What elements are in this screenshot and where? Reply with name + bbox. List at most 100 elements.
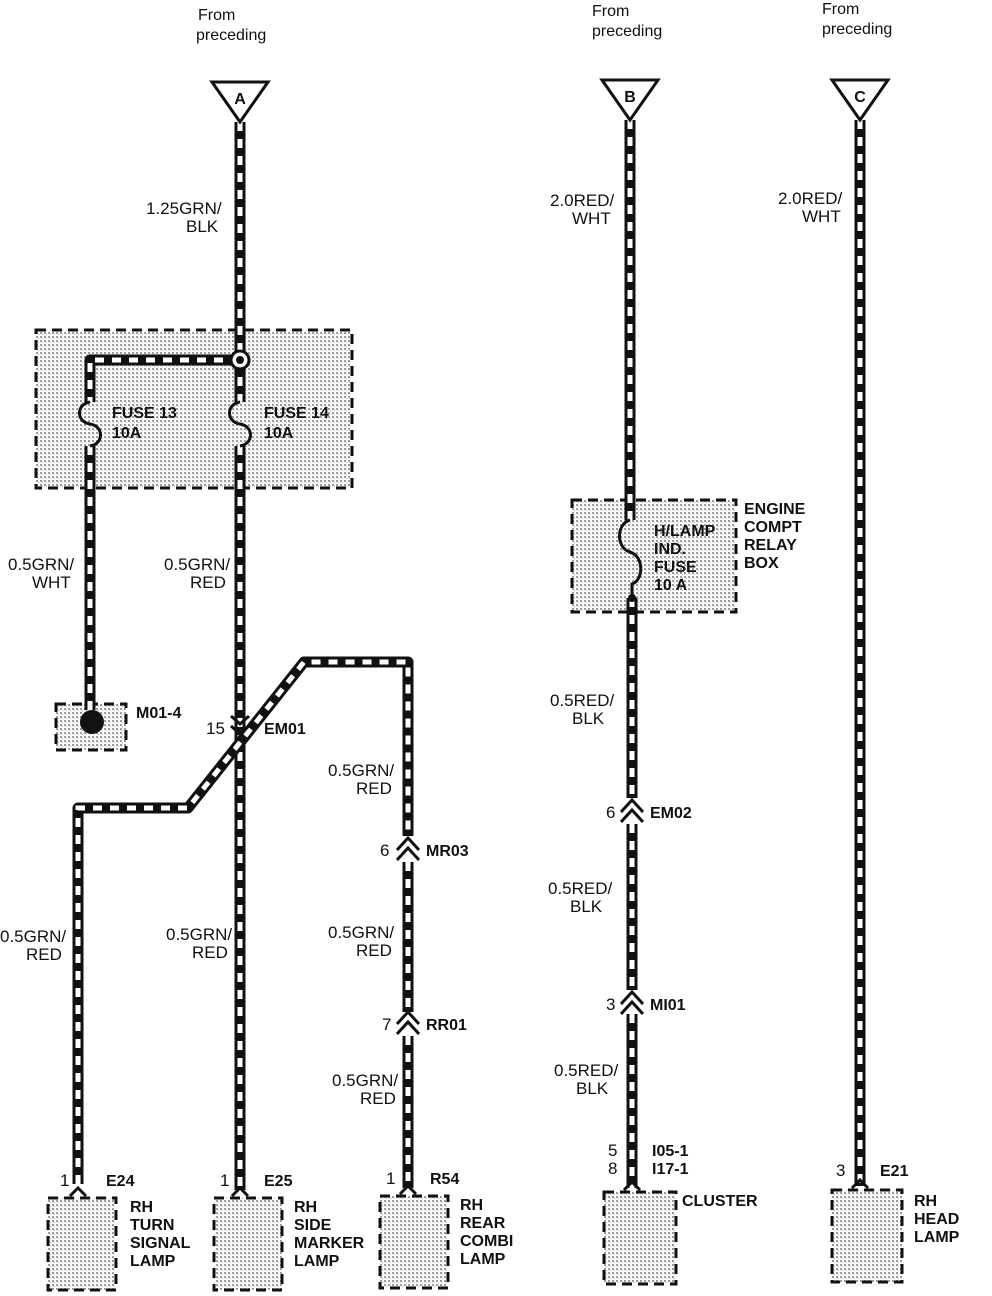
wire-label-bout1-1: 0.5RED/ [550, 691, 615, 710]
relay-box-line-3: RELAY [744, 537, 797, 554]
wire-label-rear3-2: RED [360, 1089, 396, 1108]
em02-id: EM02 [650, 805, 692, 822]
from-preceding-b-2: preceding [592, 23, 662, 40]
e21-lamp-box [830, 1188, 904, 1284]
em01-id: EM01 [264, 721, 306, 738]
e21-name-3: LAMP [914, 1229, 960, 1246]
svg-text:C: C [854, 89, 866, 106]
wires [72, 120, 866, 1190]
e25-pin: 1 [220, 1171, 229, 1190]
wire-label-bout1-2: BLK [572, 709, 605, 728]
svg-text:B: B [624, 89, 636, 106]
hlamp-fuse-line-2: IND. [654, 541, 686, 558]
splice-mi01-chevron [619, 989, 645, 1016]
fuse-14-name: FUSE 14 [264, 405, 329, 422]
connector-b[interactable]: B [599, 78, 661, 123]
wire-label-rear2-1: 0.5GRN/ [328, 923, 394, 942]
connector-c[interactable]: C [829, 78, 891, 123]
wire-label-f13-1: 0.5GRN/ [8, 555, 74, 574]
fuse-14-rating: 10A [264, 425, 294, 442]
from-preceding-b-1: From [592, 3, 629, 20]
r54-name-1: RH [460, 1197, 483, 1214]
wire-label-turn-2: RED [26, 945, 62, 964]
wire-label-a-2: BLK [186, 217, 219, 236]
relay-box-line-1: ENGINE [744, 501, 806, 518]
e25-name-1: RH [294, 1199, 317, 1216]
cluster-pin-caret [622, 1179, 642, 1192]
fuse-13-symbol [78, 400, 102, 448]
mr03-pin: 6 [380, 841, 389, 860]
e21-id: E21 [880, 1163, 909, 1180]
rr01-pin: 7 [382, 1015, 391, 1034]
em02-pin: 6 [606, 803, 615, 822]
e24-name-2: TURN [130, 1217, 174, 1234]
wire-label-b-2: WHT [572, 209, 611, 228]
e24-pin-caret [68, 1185, 88, 1198]
r54-lamp-box [378, 1194, 450, 1290]
cluster-pin-2: 8 [608, 1159, 617, 1178]
r54-name-2: REAR [460, 1215, 506, 1232]
wire-label-side-1: 0.5GRN/ [166, 925, 232, 944]
wire-label-b-1: 2.0RED/ [550, 191, 615, 210]
wire-label-f14-1: 0.5GRN/ [164, 555, 230, 574]
splice-mr03-chevron [395, 835, 421, 862]
relay-box-line-2: COMPT [744, 519, 802, 536]
mr03-id: MR03 [426, 843, 469, 860]
splice-em01-chevron [230, 714, 250, 737]
wire-label-bout3-1: 0.5RED/ [554, 1061, 619, 1080]
e24-name-3: SIGNAL [130, 1235, 191, 1252]
e24-name-1: RH [130, 1199, 153, 1216]
wire-label-rear1-1: 0.5GRN/ [328, 761, 394, 780]
ground-symbol [80, 710, 104, 734]
hlamp-fuse-dot [628, 594, 636, 602]
e24-pin: 1 [60, 1171, 69, 1190]
e21-name-1: RH [914, 1193, 937, 1210]
from-preceding-c-2: preceding [822, 21, 892, 38]
wire-label-c-1: 2.0RED/ [778, 189, 843, 208]
e21-pin-caret [850, 1177, 870, 1190]
fuse-13-rating: 10A [112, 425, 142, 442]
hlamp-fuse-line-1: H/LAMP [654, 523, 716, 540]
splice-node-center [236, 356, 244, 364]
cluster-id-1: I05-1 [652, 1143, 689, 1160]
cluster-box [602, 1190, 678, 1286]
e25-name-4: LAMP [294, 1253, 340, 1270]
wire-label-rear2-2: RED [356, 941, 392, 960]
e25-name-2: SIDE [294, 1217, 332, 1234]
wire-label-bout2-2: BLK [570, 897, 603, 916]
e25-id: E25 [264, 1173, 293, 1190]
from-preceding-a-1: From [198, 7, 235, 24]
e25-pin-caret [230, 1185, 250, 1198]
fuse-14-symbol [228, 400, 252, 448]
e21-name-2: HEAD [914, 1211, 959, 1228]
rr01-id: RR01 [426, 1017, 467, 1034]
engine-relay-box [570, 498, 738, 614]
wire-label-rear3-1: 0.5GRN/ [332, 1071, 398, 1090]
splice-rr01-chevron [395, 1009, 421, 1036]
wire-label-f13-2: WHT [32, 573, 71, 592]
r54-name-4: LAMP [460, 1251, 506, 1268]
cluster-name: CLUSTER [682, 1193, 758, 1210]
hlamp-fuse-line-3: FUSE [654, 559, 697, 576]
wire-label-turn-1: 0.5GRN/ [0, 927, 66, 946]
wire-label-rear1-2: RED [356, 779, 392, 798]
wire-label-a-1: 1.25GRN/ [146, 199, 222, 218]
relay-box-line-4: BOX [744, 555, 779, 572]
hlamp-fuse-line-4: 10 A [654, 577, 688, 594]
from-preceding-c-1: From [822, 1, 859, 18]
wire-label-bout2-1: 0.5RED/ [548, 879, 613, 898]
hlamp-fuse-symbol [618, 518, 643, 598]
mi01-id: MI01 [650, 997, 686, 1014]
e24-lamp-box [46, 1196, 118, 1292]
r54-id: R54 [430, 1171, 459, 1188]
splice-em02-chevron [619, 797, 645, 824]
wire-label-bout3-2: BLK [576, 1079, 609, 1098]
r54-name-3: COMBI [460, 1233, 513, 1250]
r54-pin: 1 [386, 1169, 395, 1188]
wire-label-c-2: WHT [802, 207, 841, 226]
cluster-id-2: I17-1 [652, 1161, 689, 1178]
svg-text:A: A [234, 91, 246, 108]
mi01-pin: 3 [606, 995, 615, 1014]
connector-a[interactable]: A [209, 80, 271, 125]
